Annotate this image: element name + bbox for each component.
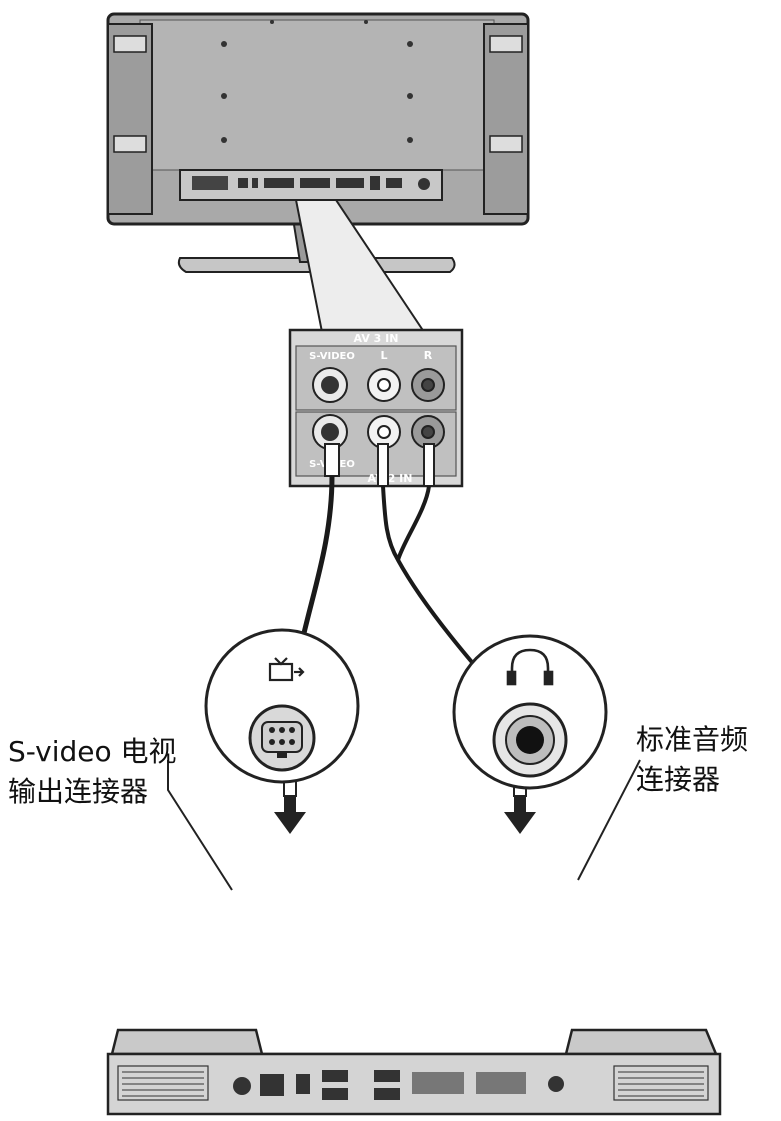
headphone-icon bbox=[506, 648, 554, 686]
audio-callout-line-1: 标准音频 bbox=[636, 723, 749, 756]
av3-in-label: AV 3 IN bbox=[354, 332, 399, 345]
svideo-arrow bbox=[274, 796, 306, 834]
tv-out-icon bbox=[268, 657, 305, 682]
svideo-tv-out-callout: S-video 电视 输出连接器 bbox=[8, 732, 177, 812]
monitor bbox=[106, 12, 530, 333]
svideo-callout-line-1: S-video 电视 bbox=[8, 735, 177, 768]
audio-leader-line bbox=[577, 759, 641, 881]
svideo-label: S-VIDEO bbox=[309, 351, 355, 362]
audio-connector-callout: 标准音频 连接器 bbox=[636, 720, 748, 800]
svideo-out-connector-zoom bbox=[204, 628, 360, 784]
audio-connector-zoom bbox=[452, 634, 608, 790]
av2-in-label: AV 2 IN bbox=[368, 472, 413, 485]
right-audio-label: R bbox=[424, 349, 433, 362]
audio-callout-line-2: 连接器 bbox=[636, 763, 721, 796]
svideo-callout-line-2: 输出连接器 bbox=[8, 775, 149, 808]
laptop-rear bbox=[106, 1028, 722, 1116]
left-audio-label: L bbox=[380, 349, 387, 362]
av-input-panel: AV 3 IN S-VIDEO L R S-VIDEO AV 2 IN bbox=[288, 328, 464, 488]
svideo-leader-line bbox=[167, 760, 233, 891]
audio-arrow bbox=[504, 796, 536, 834]
